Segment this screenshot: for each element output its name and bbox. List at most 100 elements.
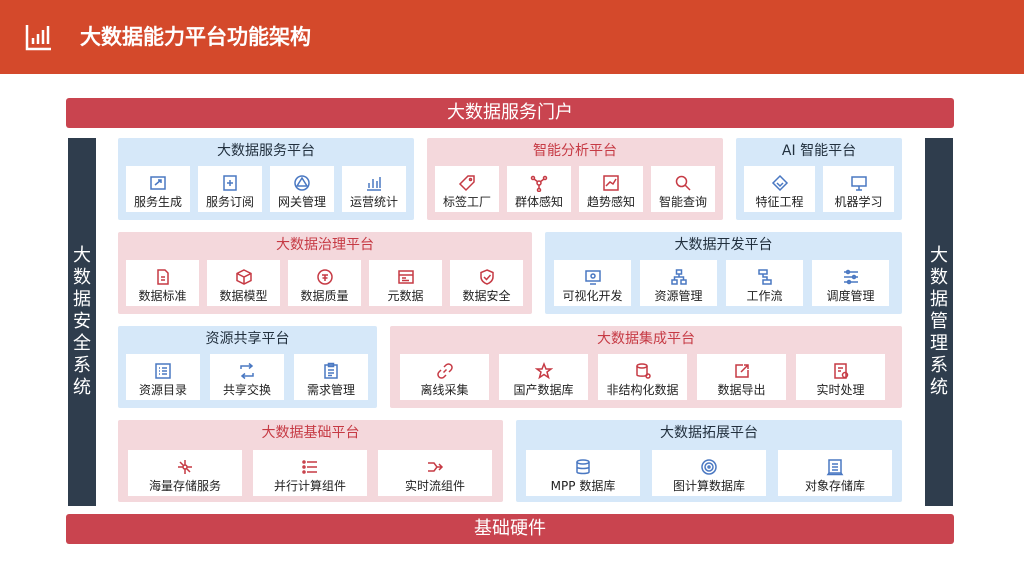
- item-visual-dev[interactable]: 可视化开发: [554, 260, 631, 306]
- item-workflow[interactable]: 工作流: [726, 260, 803, 306]
- item-data-security[interactable]: 数据安全: [450, 260, 523, 306]
- trend-chart-icon: [603, 175, 619, 191]
- item-label: 数据导出: [717, 383, 766, 397]
- stream-icon: [428, 462, 444, 472]
- item-label: 国产数据库: [513, 383, 574, 397]
- panel-base: 大数据基础平台 海量存储服务 并行计算组件 实时流组件: [118, 420, 503, 502]
- graph-target-icon: [701, 459, 717, 475]
- realtime-doc-icon: [833, 363, 848, 379]
- database-gear-icon: [635, 363, 651, 379]
- panel-dev: 大数据开发平台 可视化开发 资源管理 工作流 调度管理: [545, 232, 902, 314]
- side-char: 理: [930, 333, 948, 354]
- object-storage-icon: [826, 459, 844, 476]
- item-label: 对象存储库: [804, 479, 865, 493]
- item-label: 数据安全: [462, 289, 511, 303]
- list-icon: [155, 363, 171, 379]
- item-massive-storage[interactable]: 海量存储服务: [128, 450, 242, 496]
- item-schedule-manage[interactable]: 调度管理: [812, 260, 889, 306]
- network-nodes-icon: [530, 175, 548, 192]
- side-char: 管: [930, 311, 948, 332]
- stats-bars-icon: [367, 177, 381, 191]
- right-side-bar: 大 数 据 管 理 系 统: [925, 138, 953, 506]
- export-box-icon: [150, 176, 166, 190]
- item-machine-learning[interactable]: 机器学习: [823, 166, 894, 212]
- panel-title: 智能分析平台: [533, 143, 617, 159]
- item-label: 群体感知: [514, 195, 563, 209]
- exchange-icon: [240, 362, 254, 380]
- item-stream-component[interactable]: 实时流组件: [378, 450, 492, 496]
- item-label: 工作流: [746, 289, 783, 303]
- item-trend-perception[interactable]: 趋势感知: [579, 166, 643, 212]
- document-icon: [156, 269, 169, 285]
- item-resource-manage[interactable]: 资源管理: [640, 260, 717, 306]
- item-share-exchange[interactable]: 共享交换: [210, 354, 284, 400]
- item-smart-query[interactable]: 智能查询: [651, 166, 715, 212]
- item-data-quality[interactable]: 数据质量: [288, 260, 361, 306]
- item-label: 实时流组件: [404, 479, 465, 493]
- item-label: 服务订阅: [205, 195, 254, 209]
- item-data-model[interactable]: 数据模型: [207, 260, 280, 306]
- item-data-export[interactable]: 数据导出: [697, 354, 786, 400]
- item-label: MPP 数据库: [550, 479, 616, 493]
- side-char: 据: [930, 289, 948, 310]
- monitor-icon: [850, 176, 867, 191]
- star-icon: [534, 362, 553, 380]
- panel-ai: AI 智能平台 特征工程 机器学习: [736, 138, 902, 220]
- side-char: 数: [930, 267, 948, 288]
- panel-share: 资源共享平台 资源目录 共享交换 需求管理: [118, 326, 377, 408]
- item-ops-stats[interactable]: 运营统计: [342, 166, 406, 212]
- item-service-subscribe[interactable]: 服务订阅: [198, 166, 262, 212]
- shield-check-icon: [479, 269, 494, 285]
- item-label: 数据模型: [219, 289, 268, 303]
- item-label: 数据标准: [138, 289, 187, 303]
- side-char: 大: [73, 245, 91, 266]
- item-label: 海量存储服务: [148, 479, 221, 493]
- item-label: 资源管理: [654, 289, 703, 303]
- panel-title: 大数据治理平台: [276, 237, 374, 253]
- cube-icon: [235, 269, 252, 285]
- search-icon: [675, 175, 691, 191]
- item-offline-collect[interactable]: 离线采集: [400, 354, 489, 400]
- item-label: 网关管理: [277, 195, 326, 209]
- item-label: 非结构化数据: [606, 383, 679, 397]
- item-data-standard[interactable]: 数据标准: [126, 260, 199, 306]
- clipboard-icon: [324, 362, 338, 379]
- side-char: 统: [73, 377, 91, 398]
- panel-title: 大数据服务平台: [217, 143, 315, 159]
- item-parallel-compute[interactable]: 并行计算组件: [253, 450, 367, 496]
- item-label: 特征工程: [755, 195, 804, 209]
- item-label: 实时处理: [816, 383, 865, 397]
- item-mpp-db[interactable]: MPP 数据库: [526, 450, 640, 496]
- side-char: 据: [73, 289, 91, 310]
- panel-title: 大数据开发平台: [674, 237, 773, 253]
- workflow-icon: [757, 269, 772, 285]
- item-gateway-manage[interactable]: 网关管理: [270, 166, 334, 212]
- item-label: 运营统计: [349, 195, 398, 209]
- item-feature-engineering[interactable]: 特征工程: [744, 166, 815, 212]
- item-domestic-db[interactable]: 国产数据库: [499, 354, 588, 400]
- item-group-perception[interactable]: 群体感知: [507, 166, 571, 212]
- parallel-list-icon: [302, 460, 317, 474]
- item-label: 资源目录: [138, 383, 187, 397]
- item-metadata[interactable]: 元数据: [369, 260, 442, 306]
- panel-analysis: 智能分析平台 标签工厂 群体感知 趋势感知 智能查询: [427, 138, 723, 220]
- item-graph-db[interactable]: 图计算数据库: [652, 450, 766, 496]
- item-unstructured-data[interactable]: 非结构化数据: [598, 354, 687, 400]
- plus-box-icon: [223, 175, 237, 191]
- storage-node-icon: [178, 460, 192, 474]
- item-label: 需求管理: [306, 383, 355, 397]
- item-realtime-process[interactable]: 实时处理: [796, 354, 885, 400]
- item-resource-catalog[interactable]: 资源目录: [126, 354, 200, 400]
- item-tag-factory[interactable]: 标签工厂: [435, 166, 499, 212]
- panel-title: AI 智能平台: [781, 143, 857, 159]
- bottom-bar: 基础硬件: [66, 514, 954, 544]
- sliders-icon: [843, 269, 858, 285]
- org-chart-icon: [670, 269, 687, 285]
- link-icon: [436, 363, 453, 379]
- item-label: 共享交换: [222, 383, 271, 397]
- item-object-storage[interactable]: 对象存储库: [778, 450, 892, 496]
- item-service-generate[interactable]: 服务生成: [126, 166, 190, 212]
- item-demand-manage[interactable]: 需求管理: [294, 354, 368, 400]
- item-label: 趋势感知: [586, 195, 635, 209]
- panel-integration: 大数据集成平台 离线采集 国产数据库 非结构化数据 数据导出 实时处理: [390, 326, 902, 408]
